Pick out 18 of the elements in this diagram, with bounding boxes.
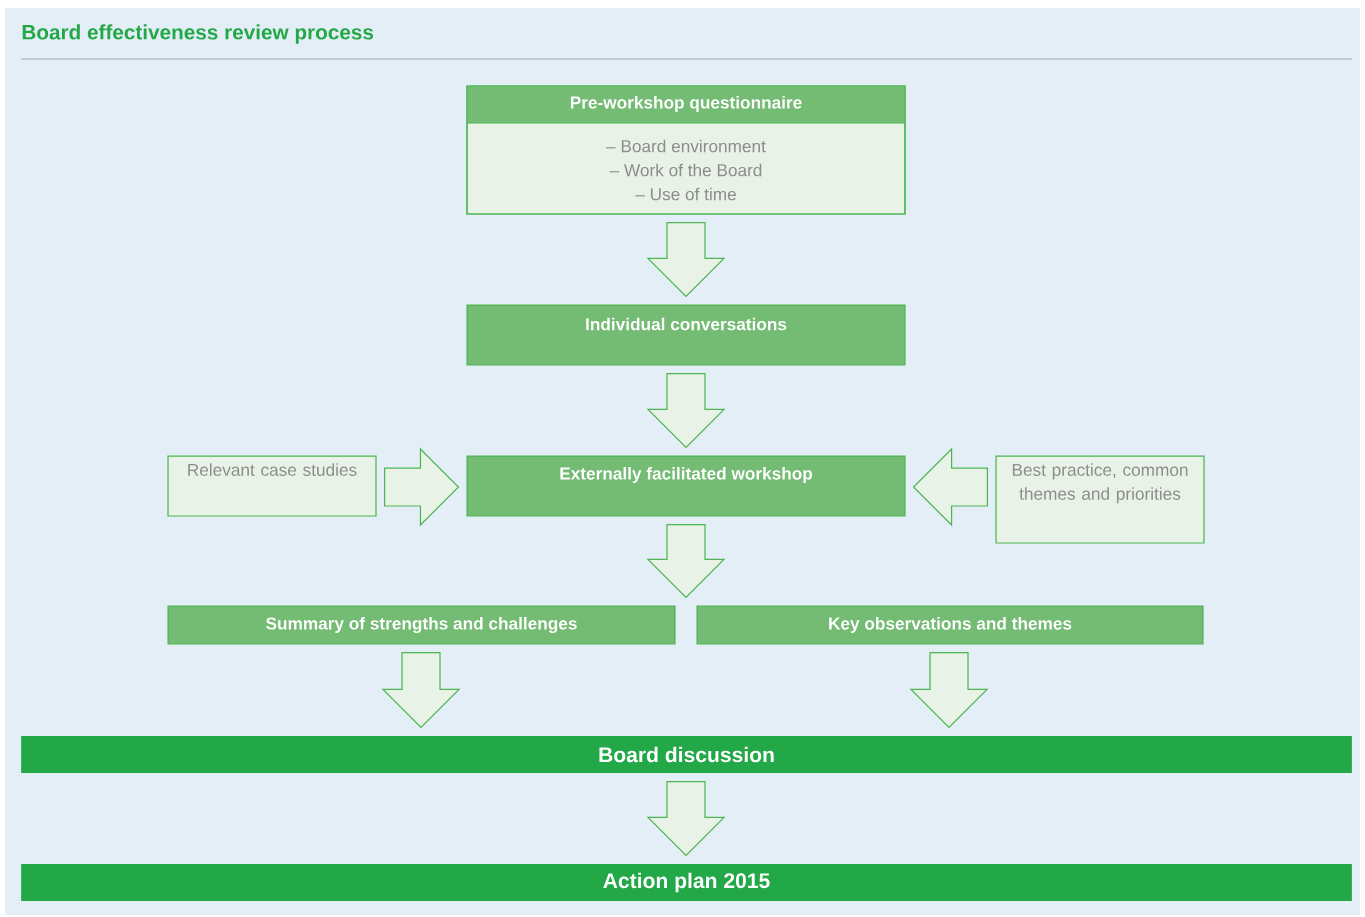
block-arrow (646, 524, 726, 599)
process-box: Individual conversations (466, 304, 906, 366)
stage-banner: Board discussion (21, 736, 1352, 773)
questionnaire-box: Pre-workshop questionnaire – Board environment – Work of the Board – Use of time (466, 85, 906, 215)
block-arrow (646, 222, 726, 298)
outcome-box: Key observations and themes (696, 605, 1204, 645)
block-arrow (912, 447, 989, 527)
block-arrow (909, 652, 989, 729)
block-arrow (381, 652, 461, 729)
block-arrow (646, 781, 726, 857)
block-arrow (384, 447, 460, 527)
input-box: Best practice, common themes and priorities (995, 455, 1205, 544)
outcome-box: Summary of strengths and challenges (167, 605, 676, 645)
block-arrow (646, 373, 726, 449)
input-box: Relevant case studies (167, 455, 377, 517)
title: Board effectiveness review process (22, 24, 374, 44)
process-box: Externally facilitated workshop (466, 455, 906, 517)
stage-banner: Action plan 2015 (21, 864, 1352, 901)
